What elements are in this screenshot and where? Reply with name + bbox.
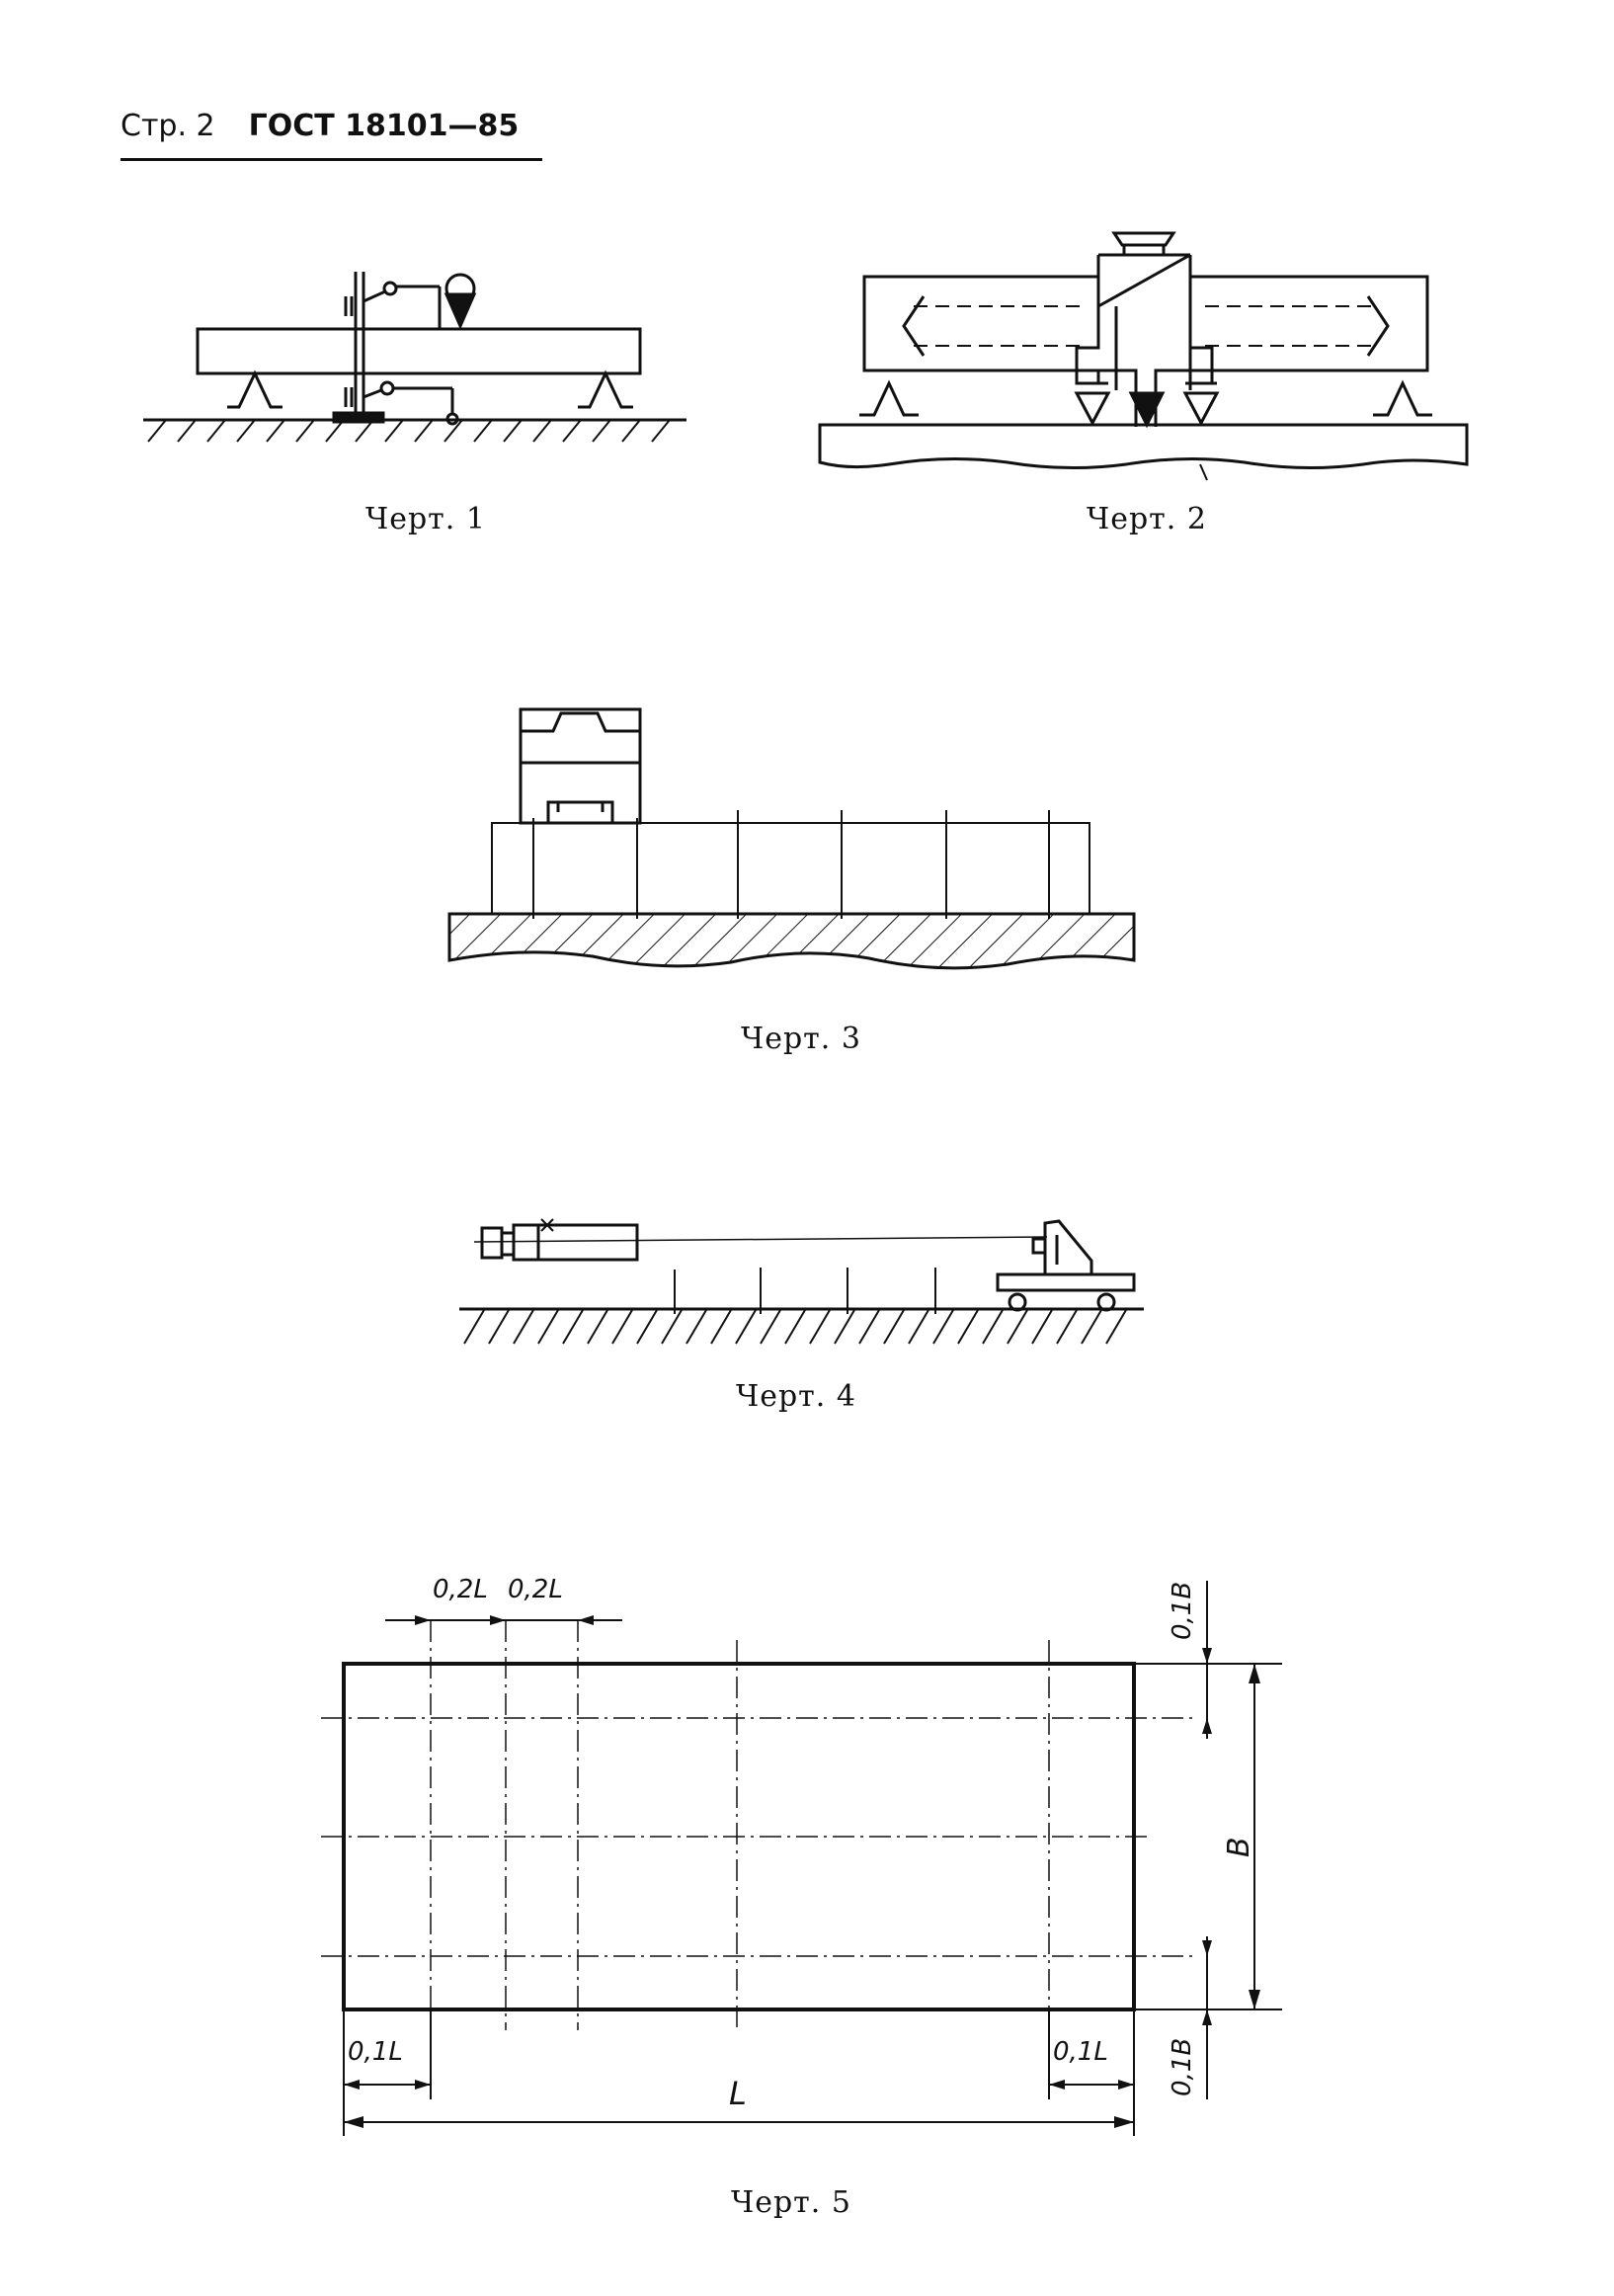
figure-5-drawing — [321, 1581, 1282, 2136]
figure-2-caption: Черт. 2 — [1087, 502, 1207, 536]
page-number: Стр. 2 — [121, 109, 215, 143]
header-rule — [121, 158, 542, 161]
dim-label-0-2l-left: 0,2L — [433, 1575, 488, 1604]
figure-3-caption: Черт. 3 — [741, 1022, 861, 1056]
standard-number: ГОСТ 18101—85 — [248, 109, 520, 143]
dim-label-0-1b-bottom: 0,1B — [1168, 2037, 1197, 2096]
dim-label-0-1l-right: 0,1L — [1053, 2037, 1108, 2067]
dim-label-0-1b-top: 0,1B — [1168, 1581, 1197, 1640]
dim-label-0-2l-right: 0,2L — [508, 1575, 563, 1604]
figure-4-caption: Черт. 4 — [736, 1379, 856, 1414]
page-header: Стр. 2 ГОСТ 18101—85 — [121, 109, 519, 143]
dim-label-0-1l-left: 0,1L — [348, 2037, 403, 2067]
dim-label-length: L — [729, 2075, 747, 2112]
figure-5-caption: Черт. 5 — [731, 2185, 851, 2220]
figure-1-drawing — [143, 272, 686, 443]
figure-3-drawing — [447, 707, 1136, 970]
figure-1-caption: Черт. 1 — [365, 502, 486, 536]
figure-2-drawing — [818, 231, 1469, 481]
dim-label-width: B — [1222, 1837, 1256, 1857]
figure-4-drawing — [459, 1218, 1144, 1345]
